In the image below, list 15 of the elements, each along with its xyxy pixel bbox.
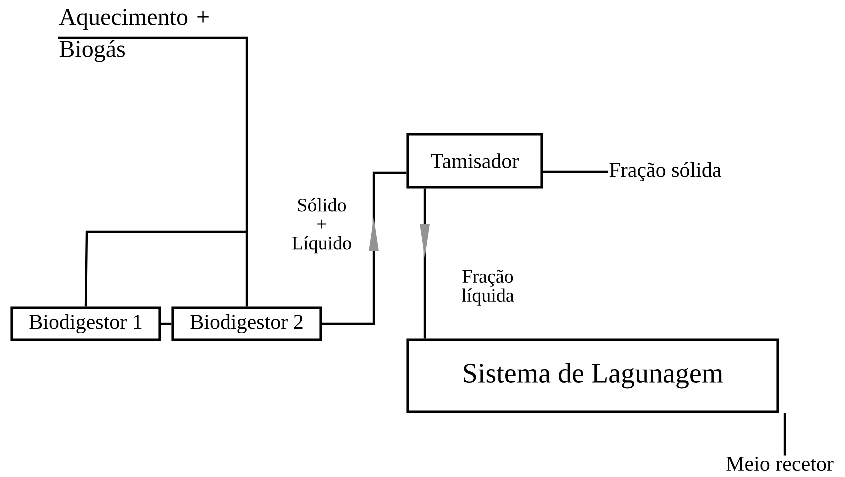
process-box: Biodigestor 1 (10, 306, 162, 342)
process-box: Sistema de Lagunagem (406, 338, 780, 414)
connector-line (322, 172, 407, 326)
flow-text: Aquecimento + Biogás (59, 9, 209, 62)
connector-line (784, 413, 786, 456)
connector-line (161, 322, 172, 326)
process-box: Tamisador (406, 133, 544, 189)
connector-line (420, 188, 430, 339)
flow-text: Fração sólida (610, 162, 722, 182)
edge-label: Fração líquida (462, 270, 514, 306)
connector-line (56, 36, 248, 308)
connector-line (543, 170, 608, 174)
edge-label: Sólido + Líquido (292, 198, 352, 254)
flow-text: Meio recetor (726, 456, 834, 472)
process-box: Biodigestor 2 (172, 306, 322, 342)
